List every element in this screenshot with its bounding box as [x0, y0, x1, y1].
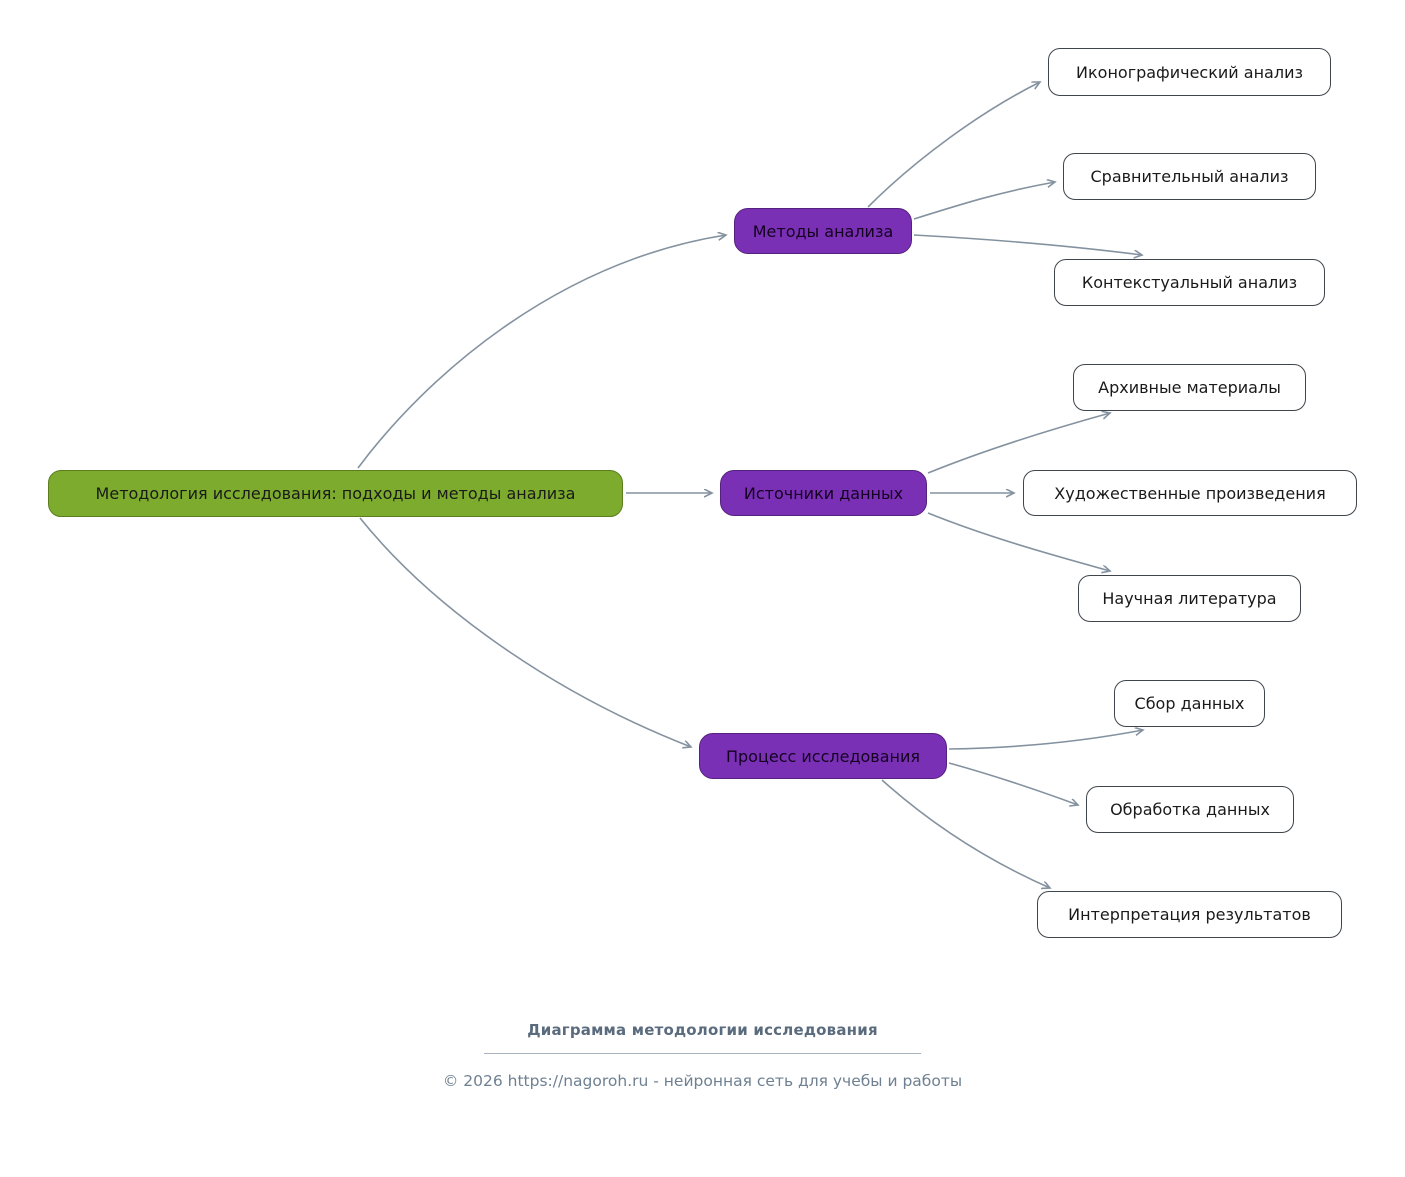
leaf-node-data-collection: Сбор данных — [1114, 680, 1265, 727]
leaf-node-comparative-analysis: Сравнительный анализ — [1063, 153, 1316, 200]
leaf-node-iconographic-analysis: Иконографический анализ — [1048, 48, 1331, 96]
branch-node-research-process: Процесс исследования — [699, 733, 947, 779]
leaf-node-results-interpretation: Интерпретация результатов — [1037, 891, 1342, 938]
leaf-node-artworks: Художественные произведения — [1023, 470, 1357, 516]
branch-node-data-sources: Источники данных — [720, 470, 927, 516]
footer-divider — [484, 1053, 921, 1054]
root-node-methodology: Методология исследования: подходы и мето… — [48, 470, 623, 517]
leaf-node-label: Иконографический анализ — [1076, 62, 1303, 82]
leaf-node-archival-materials: Архивные материалы — [1073, 364, 1306, 411]
leaf-node-data-processing: Обработка данных — [1086, 786, 1294, 833]
leaf-node-label: Научная литература — [1102, 589, 1277, 608]
branch-node-label: Источники данных — [743, 483, 904, 503]
leaf-node-label: Сбор данных — [1134, 694, 1245, 713]
footer: Диаграмма методологии исследования © 202… — [0, 1020, 1405, 1090]
leaf-node-label: Художественные произведения — [1054, 483, 1326, 503]
leaf-node-scientific-literature: Научная литература — [1078, 575, 1301, 622]
leaf-node-label: Обработка данных — [1110, 800, 1270, 819]
branch-node-label: Методы анализа — [752, 221, 894, 241]
leaf-node-label: Интерпретация результатов — [1068, 905, 1311, 924]
leaf-node-label: Архивные материалы — [1098, 378, 1281, 397]
branch-node-label: Процесс исследования — [725, 746, 921, 766]
leaf-node-label: Контекстуальный анализ — [1081, 273, 1298, 292]
leaf-node-label: Сравнительный анализ — [1090, 167, 1289, 186]
branch-node-analysis-methods: Методы анализа — [734, 208, 912, 254]
diagram-caption: Диаграмма методологии исследования — [527, 1021, 878, 1039]
copyright-text: © 2026 https://nagoroh.ru - нейронная се… — [442, 1072, 963, 1090]
root-node-label: Методология исследования: подходы и мето… — [95, 484, 576, 503]
leaf-node-contextual-analysis: Контекстуальный анализ — [1054, 259, 1325, 306]
